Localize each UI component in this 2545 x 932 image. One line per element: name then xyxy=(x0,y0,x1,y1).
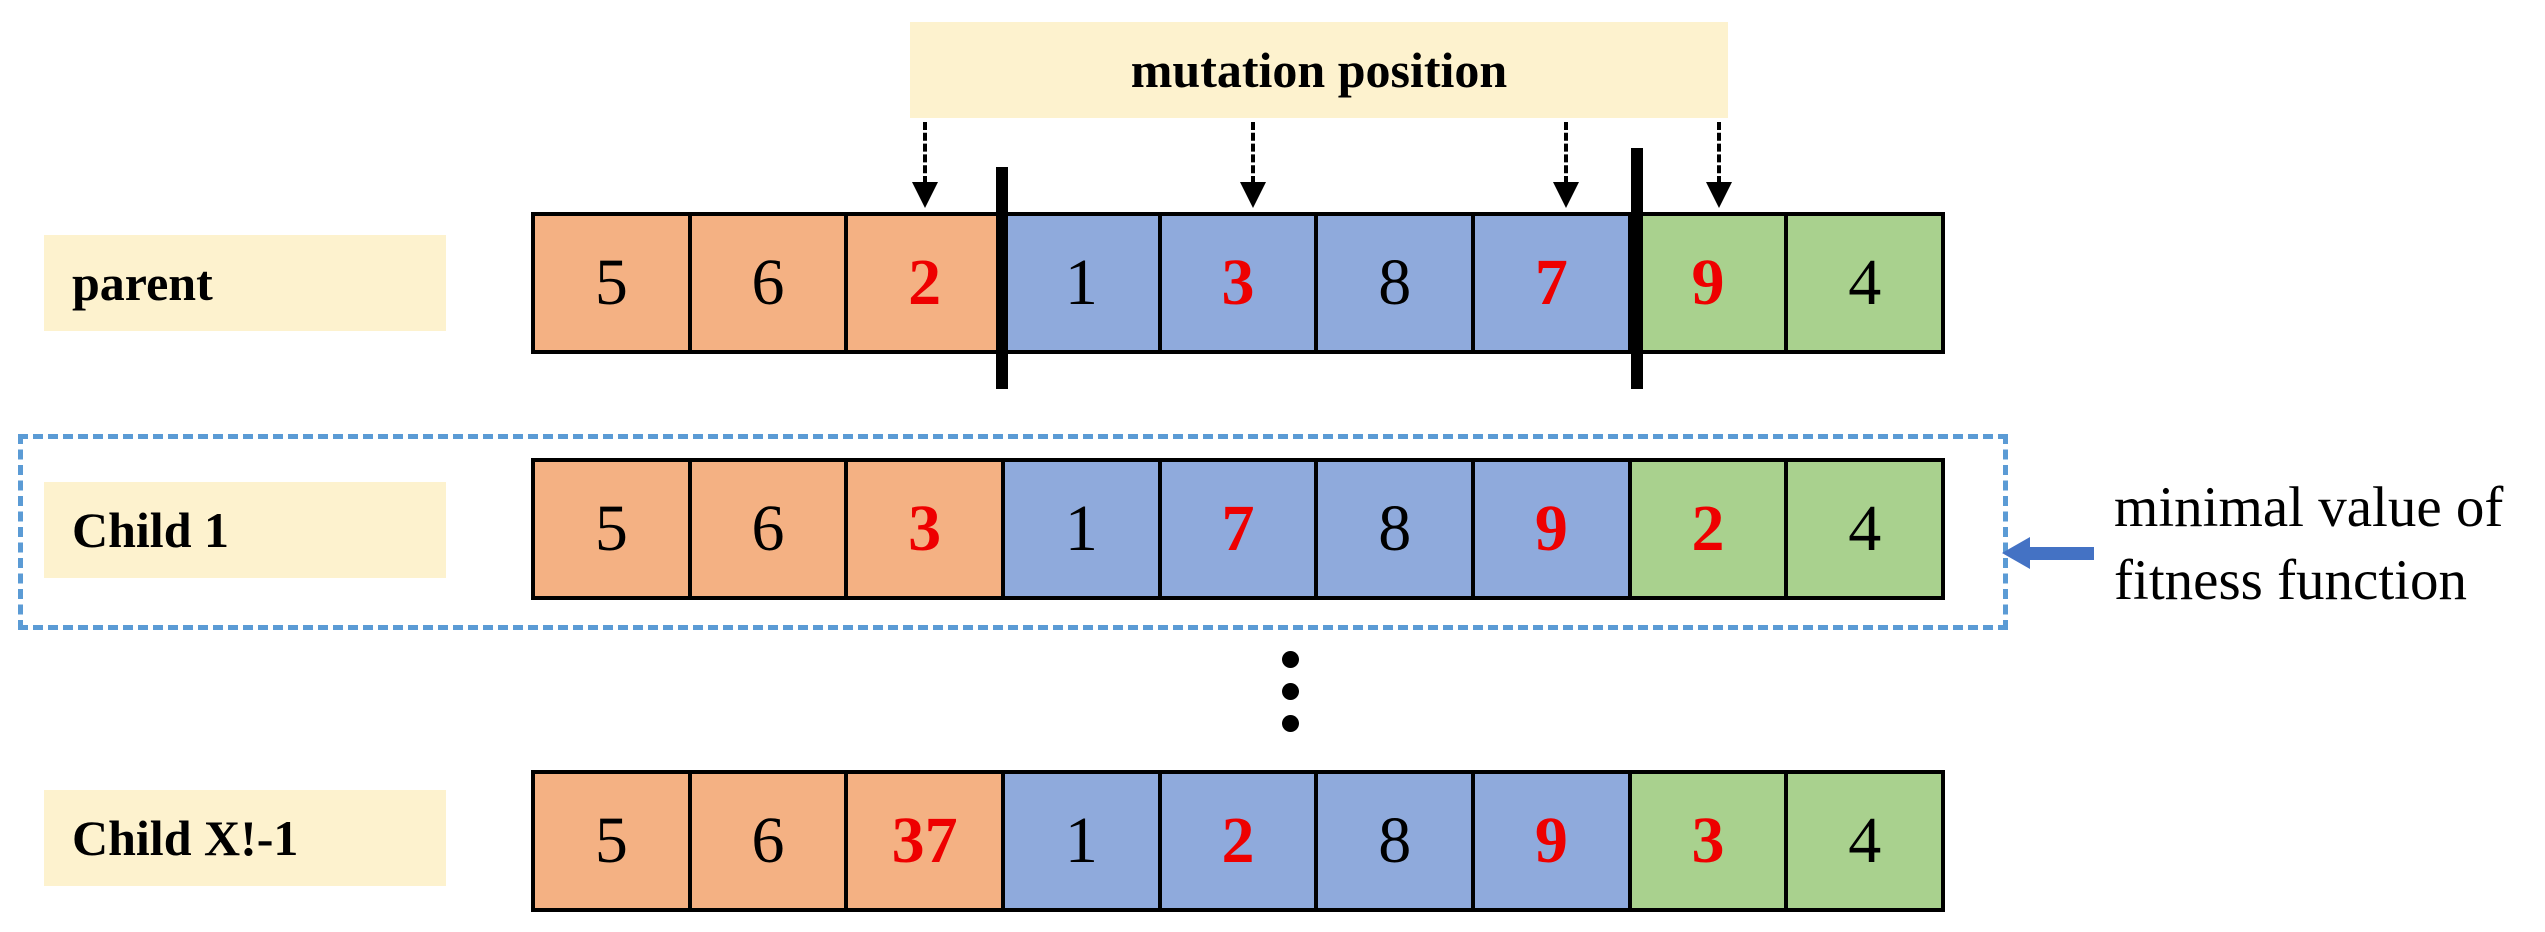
gene-cell: 9 xyxy=(1471,462,1628,596)
mutation-position-label: mutation position xyxy=(910,22,1728,118)
child1-label-text: Child 1 xyxy=(72,502,230,558)
gene-cell: 8 xyxy=(1314,216,1472,350)
gene-cell: 3 xyxy=(844,462,1002,596)
dashed-line xyxy=(923,122,927,184)
annotation-line1: minimal value of xyxy=(2114,476,2504,539)
childx-label: Child X!-1 xyxy=(44,790,446,886)
mutation-position-text: mutation position xyxy=(1130,42,1508,98)
gene-cell: 6 xyxy=(687,462,845,596)
gene-cell: 8 xyxy=(1314,774,1472,908)
gene-cell: 37 xyxy=(844,774,1002,908)
childx-label-text: Child X!-1 xyxy=(72,810,299,866)
parent-label: parent xyxy=(44,235,446,331)
gene-cell: 3 xyxy=(1157,216,1315,350)
gene-cell: 7 xyxy=(1157,462,1315,596)
gene-cell: 8 xyxy=(1314,462,1472,596)
arrow-shaft xyxy=(2028,547,2094,560)
gene-cell: 4 xyxy=(1784,774,1942,908)
gene-cell: 4 xyxy=(1784,462,1942,596)
segment-cut-bar-left xyxy=(996,167,1008,389)
minimal-fitness-highlight-box xyxy=(18,434,2008,630)
arrowhead-icon xyxy=(1240,182,1266,208)
gene-cell: 9 xyxy=(1471,774,1628,908)
dashed-line xyxy=(1717,122,1721,184)
dot xyxy=(1282,715,1299,732)
dashed-line xyxy=(1251,122,1255,184)
gene-cell: 1 xyxy=(1001,774,1158,908)
gene-cell: 6 xyxy=(687,774,845,908)
gene-cell: 6 xyxy=(687,216,845,350)
gene-cell: 4 xyxy=(1784,216,1942,350)
dashed-line xyxy=(1564,122,1568,184)
parent-label-text: parent xyxy=(72,255,213,311)
gene-cell: 2 xyxy=(1627,462,1785,596)
gene-cell: 9 xyxy=(1627,216,1785,350)
gene-cell: 5 xyxy=(535,216,688,350)
minimal-fitness-annotation: minimal value of fitness function xyxy=(2114,472,2503,618)
arrowhead-icon xyxy=(1706,182,1732,208)
gene-cell: 1 xyxy=(1001,216,1158,350)
gene-cell: 5 xyxy=(535,462,688,596)
child1-label: Child 1 xyxy=(44,482,446,578)
vertical-ellipsis-icon xyxy=(1282,651,1299,747)
dot xyxy=(1282,683,1299,700)
segment-cut-bar-right xyxy=(1631,148,1643,389)
gene-cell: 7 xyxy=(1471,216,1628,350)
gene-cell: 1 xyxy=(1001,462,1158,596)
gene-cell: 2 xyxy=(844,216,1002,350)
gene-cell: 3 xyxy=(1627,774,1785,908)
dot xyxy=(1282,651,1299,668)
gene-cell: 2 xyxy=(1157,774,1315,908)
arrowhead-icon xyxy=(1553,182,1579,208)
arrowhead-icon xyxy=(2002,537,2030,569)
annotation-line2: fitness function xyxy=(2114,548,2468,612)
gene-cell: 5 xyxy=(535,774,688,908)
arrowhead-icon xyxy=(912,182,938,208)
